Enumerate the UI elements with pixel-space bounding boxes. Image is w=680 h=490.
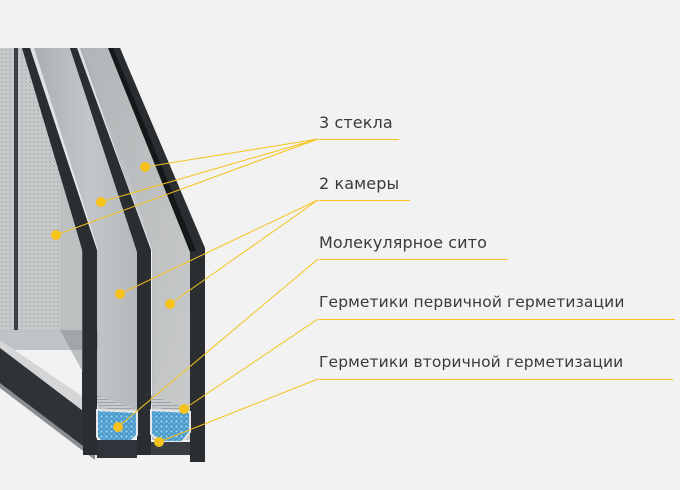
dot-primary-sealant[interactable]: [179, 404, 189, 414]
label-secondary-sealant: Герметики вторичной герметизации: [319, 353, 624, 371]
dot-chamber-2[interactable]: [165, 299, 175, 309]
label-primary-sealant: Герметики первичной герметизации: [319, 293, 625, 311]
leader-glass-3: [55, 138, 319, 236]
leader-lines: [55, 138, 319, 443]
dot-sieve[interactable]: [113, 422, 123, 432]
leader-sieve: [117, 258, 319, 428]
underline-primary-sealant: [319, 319, 675, 320]
leader-glass-1: [144, 138, 319, 168]
leader-glass-2: [100, 138, 319, 203]
underline-glass: [319, 139, 399, 140]
leader-chamber-1: [119, 199, 319, 295]
back-glass-edge: [22, 48, 97, 455]
leader-primary-sealant: [183, 318, 319, 410]
label-chambers: 2 камеры: [319, 174, 400, 193]
glass-pane-3: [82, 48, 200, 450]
dot-glass-2[interactable]: [96, 197, 106, 207]
front-glass-edge: [112, 48, 205, 462]
underline-secondary-sealant: [319, 379, 673, 380]
dot-secondary-sealant[interactable]: [154, 437, 164, 447]
leader-chamber-2: [169, 199, 319, 305]
underline-chambers: [319, 200, 410, 201]
underline-sieve: [319, 259, 508, 260]
label-glass: 3 стекла: [319, 113, 393, 132]
callout-dots: [51, 162, 189, 447]
middle-glass-edge: [70, 48, 151, 455]
label-sieve: Молекулярное сито: [319, 233, 487, 252]
dot-glass-3[interactable]: [51, 230, 61, 240]
dot-chamber-1[interactable]: [115, 289, 125, 299]
leader-secondary-sealant: [158, 378, 319, 443]
dot-glass-1[interactable]: [140, 162, 150, 172]
